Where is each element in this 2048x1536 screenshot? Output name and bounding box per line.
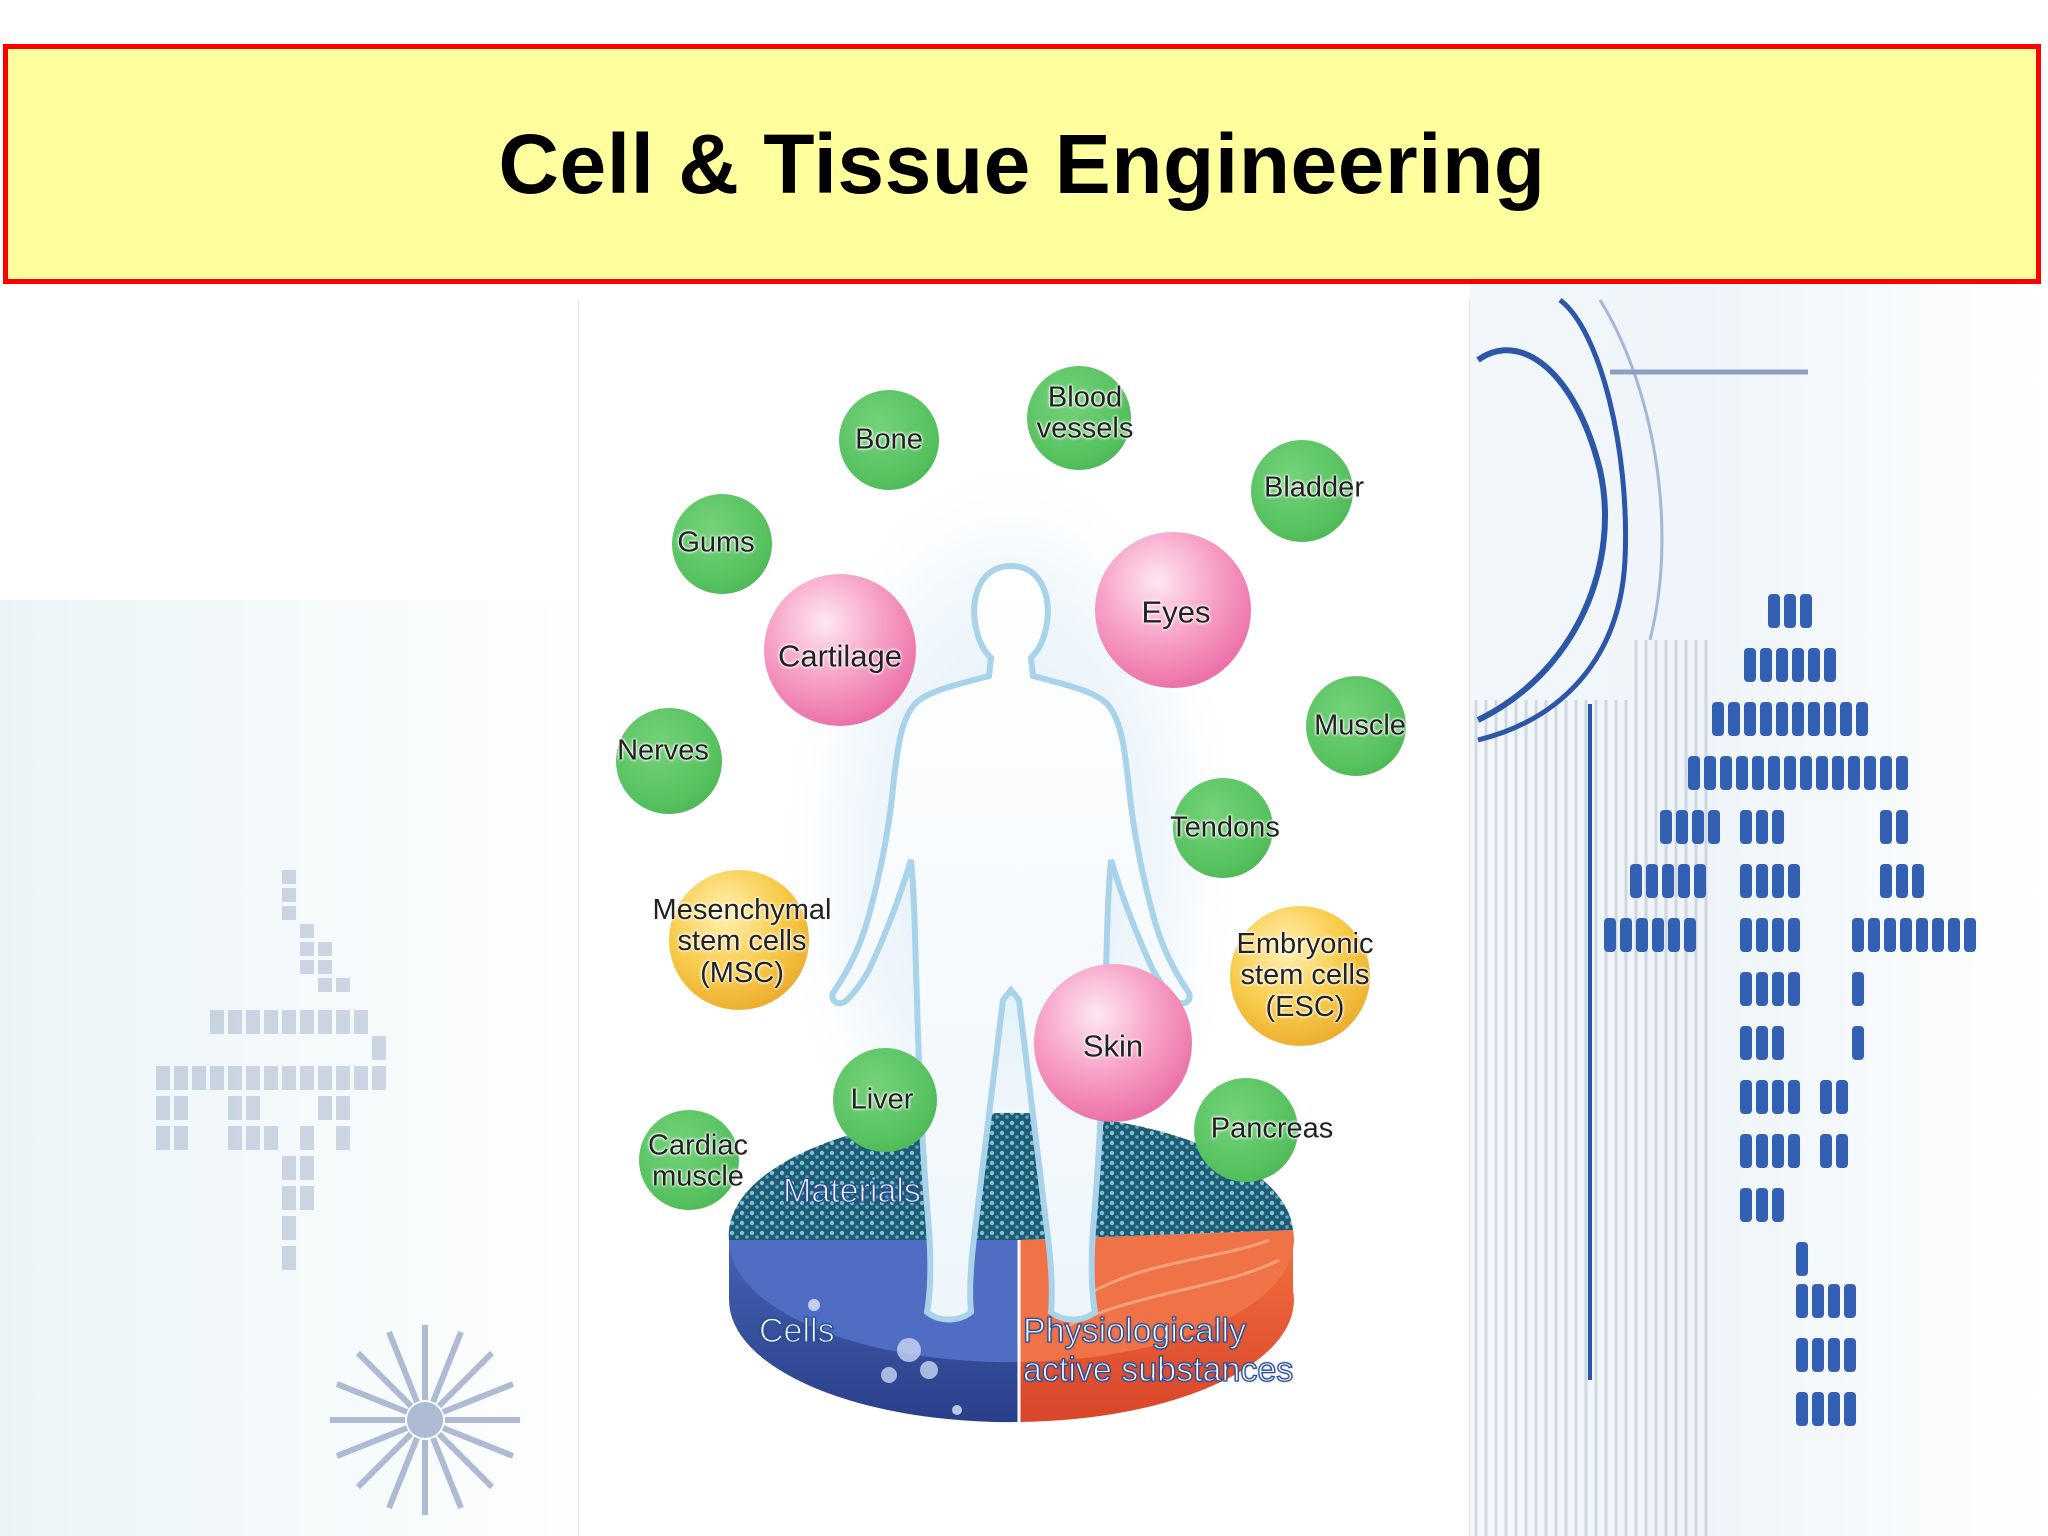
label-eyes: Eyes [1141,594,1211,630]
bubble-blood-vessels [1027,366,1131,470]
bubble-cartilage [764,574,916,726]
left-pixel-figure-icon [156,870,386,1270]
label-msc: Mesenchymal stem cells (MSC) [652,894,832,989]
bubble-pancreas [1194,1078,1298,1182]
label-cardiac-muscle: Cardiac muscle [648,1129,748,1193]
label-skin: Skin [1082,1028,1144,1064]
label-pancreas: Pancreas [1210,1112,1334,1145]
bubble-liver [833,1048,937,1152]
bubble-eyes [1095,532,1251,688]
bubble-bone [839,390,939,490]
label-bladder: Bladder [1264,471,1364,504]
label-nerves: Nerves [617,734,709,767]
right-pixel-figure-icon [1604,594,1976,1426]
title-box: Cell & Tissue Engineering [3,44,2041,284]
slide-title: Cell & Tissue Engineering [498,116,1546,211]
radial-burst-icon [330,1325,520,1515]
diagram-panel: Bone Blood vessels Bladder Gums Cartilag… [578,300,1470,1536]
bubble-nerves [616,708,722,814]
bubble-msc [669,870,809,1010]
bubble-cardiac-muscle [639,1110,739,1210]
label-muscle: Muscle [1314,709,1406,742]
label-tendons: Tendons [1170,811,1280,844]
bubble-muscle [1306,676,1406,776]
human-body-silhouette [829,562,1193,1323]
label-materials: Materials [782,1171,921,1210]
label-physiologically-active-substances: Physiologically active substances [1022,1311,1294,1390]
bubble-esc [1230,906,1370,1046]
label-bone: Bone [855,423,923,456]
label-esc: Embryonic stem cells (ESC) [1236,928,1374,1023]
right-arcs [1476,298,1808,1380]
bubble-bladder [1251,440,1353,542]
label-cartilage: Cartilage [777,638,903,674]
label-liver: Liver [850,1083,914,1116]
bubble-gums [672,494,772,594]
bubble-skin [1034,964,1192,1122]
bubble-tendons [1173,778,1273,878]
label-gums: Gums [677,526,755,559]
label-blood-vessels: Blood vessels [1036,381,1134,445]
label-cells: Cells [758,1311,835,1350]
